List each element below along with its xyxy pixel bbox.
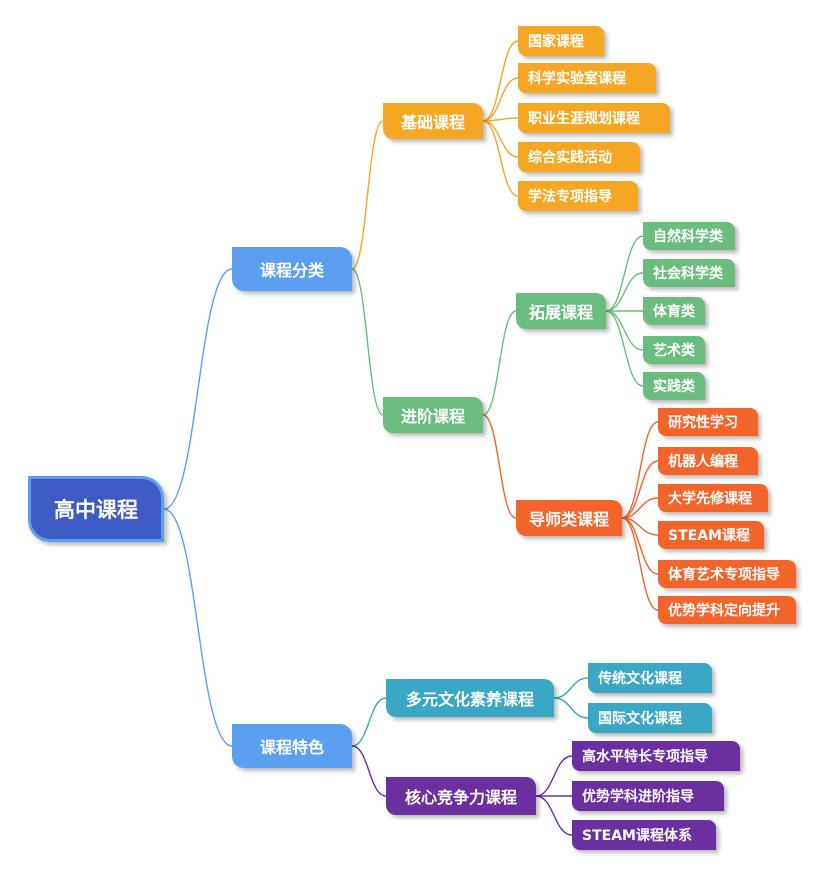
leaf-mentor-item: 研究性学习: [658, 408, 758, 436]
connector-line: [482, 120, 519, 158]
leaf-basic-item: 科学实验室课程: [518, 63, 656, 93]
leaf-extension-item: 体育类: [643, 297, 705, 325]
leaf-mentor-item: 体育艺术专项指导: [658, 560, 796, 588]
connector-line: [482, 310, 517, 416]
connector-line: [621, 517, 659, 611]
node-extension-courses: 拓展课程: [516, 293, 606, 329]
leaf-multicultural-item: 国际文化课程: [588, 703, 712, 733]
connector-line: [605, 235, 644, 312]
connector-line: [535, 755, 573, 797]
leaf-basic-item: 综合实践活动: [518, 142, 640, 172]
connector-line: [535, 795, 573, 836]
connector-line: [482, 414, 517, 519]
leaf-basic-item: 学法专项指导: [518, 181, 638, 211]
connector-line: [621, 421, 659, 519]
connector-line: [605, 310, 644, 351]
root-node: 高中课程: [28, 476, 164, 542]
connector-line: [605, 310, 644, 387]
connector-line: [351, 268, 384, 416]
leaf-extension-item: 社会科学类: [643, 259, 735, 287]
leaf-mentor-item: 大学先修课程: [658, 484, 768, 512]
connector-line: [621, 517, 659, 575]
leaf-extension-item: 艺术类: [643, 336, 705, 364]
leaf-mentor-item: 机器人编程: [658, 447, 758, 475]
connector-line: [351, 120, 384, 270]
connector-line: [605, 272, 644, 312]
node-multicultural-courses: 多元文化素养课程: [386, 679, 554, 717]
connector-line: [553, 697, 589, 719]
leaf-multicultural-item: 传统文化课程: [588, 663, 712, 693]
connector-line: [163, 268, 233, 510]
node-basic-courses: 基础课程: [383, 103, 483, 139]
connector-line: [621, 460, 659, 519]
node-mentor-courses: 导师类课程: [516, 500, 622, 536]
connector-line: [351, 697, 387, 747]
connector-line: [482, 77, 519, 122]
connector-line: [482, 117, 519, 122]
leaf-extension-item: 实践类: [643, 372, 705, 400]
node-core-competitiveness-courses: 核心竞争力课程: [386, 777, 536, 815]
node-course-features: 课程特色: [232, 724, 352, 768]
connector-line: [163, 508, 233, 747]
connector-line: [351, 745, 387, 797]
leaf-core-item: 高水平特长专项指导: [572, 741, 740, 771]
node-course-categories: 课程分类: [232, 247, 352, 291]
connector-line: [482, 120, 519, 197]
leaf-basic-item: 国家课程: [518, 26, 604, 56]
connector-line: [482, 40, 519, 122]
node-advanced-courses: 进阶课程: [383, 397, 483, 433]
connector-line: [553, 677, 589, 699]
leaf-core-item: 优势学科进阶指导: [572, 781, 724, 811]
leaf-mentor-item: STEAM课程: [658, 521, 764, 549]
leaf-extension-item: 自然科学类: [643, 222, 735, 250]
connector-line: [621, 497, 659, 519]
leaf-basic-item: 职业生涯规划课程: [518, 103, 670, 133]
leaf-mentor-item: 优势学科定向提升: [658, 596, 796, 624]
leaf-core-item: STEAM课程体系: [572, 820, 716, 850]
